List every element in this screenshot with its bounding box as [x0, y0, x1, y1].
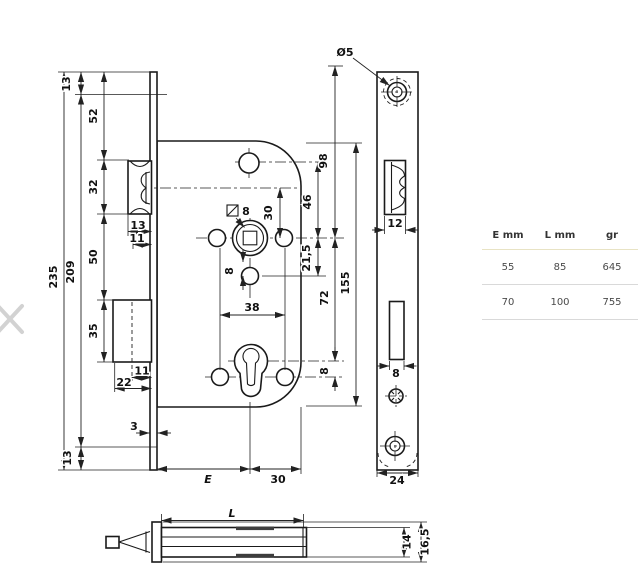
dim-backset-E: E: [204, 473, 212, 486]
dim-bolt-depth: 22: [116, 376, 131, 389]
dim-faceplate-width: 24: [389, 474, 405, 487]
dim-latch-height: 32: [87, 179, 100, 194]
col-header-e: E mm: [482, 222, 534, 250]
dim-latch-throw: 11: [129, 232, 144, 245]
dim-hole-spacing: 38: [244, 301, 259, 314]
cell-l-1: 85: [534, 249, 586, 285]
col-header-l: L mm: [534, 222, 586, 250]
cell-e-1: 55: [482, 249, 534, 285]
hole-below-spindle: [240, 266, 260, 286]
dim-top-screw-offset: 13: [60, 76, 73, 91]
faceplate-edge: [149, 71, 158, 471]
dim-case-length-L: L: [228, 507, 235, 520]
faceplate-section: [151, 521, 163, 563]
cell-e-2: 70: [482, 284, 534, 320]
adjuster-cross-hole: [385, 385, 407, 407]
spindle-follower: [231, 219, 269, 257]
faceplate-view: Ø5 12 8: [335, 45, 419, 489]
dim-to-latch-top: 52: [87, 108, 100, 123]
dim-case-height: 155: [339, 272, 352, 295]
latch-cutout: [383, 159, 407, 216]
dim-case-depth: 14: [401, 534, 414, 550]
dim-spindle-to-cylinder: 72: [318, 290, 331, 305]
case-wall-bottom: [236, 553, 274, 558]
dim-bolt-throw: 11: [134, 365, 149, 378]
faceplate-outline: [376, 71, 419, 471]
side-view: L 14 16,5: [105, 506, 433, 563]
cylinder-screw-hole-right: [275, 367, 295, 387]
spec-table-header-row: E mm L mm gr: [482, 222, 638, 250]
dim-bolt-cutout-width: 8: [392, 367, 400, 380]
dim-bolt-height: 35: [87, 323, 100, 338]
dim-latch-to-bolt: 50: [87, 249, 100, 265]
top-screw-hole: [381, 76, 413, 108]
dim-hole-offset: 8: [223, 267, 236, 275]
euro-cylinder-hole: [233, 343, 269, 398]
cylinder-screw-hole-left: [210, 367, 230, 387]
dim-screw-diameter: Ø5: [336, 46, 353, 59]
bottom-screw-hole: [377, 431, 418, 468]
watermark-x: [0, 304, 24, 334]
latch-bolt-front: [127, 160, 153, 215]
dim-screw-spacing: 209: [64, 261, 77, 284]
spec-row-2: 70 100 755: [482, 284, 638, 320]
spec-table: E mm L mm gr 55 85 645 70 100 755: [482, 222, 638, 320]
dim-faceplate-total-height: 235: [47, 266, 60, 289]
deadbolt-front: [112, 299, 153, 381]
bolt-cutout: [388, 300, 405, 361]
dim-top-hole-to-spindle: 46: [301, 194, 314, 210]
front-view-dimensions-left: 235 209 13 52 32 50 35 13 13 11 11 22 3: [46, 71, 301, 488]
case-section: [160, 526, 308, 558]
dim-spindle-to-hole: 21,5: [300, 244, 313, 271]
front-view-dimensions-case: 8 30 8 38 46 21,5 98 72 8 155: [219, 65, 362, 407]
cell-gr-1: 645: [586, 249, 638, 285]
dim-total-depth: 16,5: [419, 528, 432, 555]
dim-spindle-square: 8: [242, 205, 250, 218]
dim-cylinder-to-edge: 30: [270, 473, 286, 486]
cell-gr-2: 755: [586, 284, 638, 320]
dim-centerline-to-spindle: 30: [262, 205, 275, 221]
dim-plate-top-to-spindle: 98: [317, 153, 330, 168]
dim-bottom-screw-offset: 13: [61, 450, 74, 465]
case-wall-top: [236, 526, 274, 531]
dim-plate-thickness: 3: [130, 420, 138, 433]
top-fixing-hole: [238, 152, 260, 174]
square-spindle-callout: 8: [226, 204, 251, 228]
col-header-gr: gr: [586, 222, 638, 250]
latch-bolt-side: [105, 530, 151, 554]
spec-row-1: 55 85 645: [482, 249, 638, 285]
handle-screw-hole-right: [274, 228, 294, 248]
handle-screw-hole-left: [207, 228, 227, 248]
dim-latch-cutout-width: 12: [387, 217, 402, 230]
cell-l-2: 100: [534, 284, 586, 320]
lock-case-outline: [156, 140, 302, 408]
dim-latch-depth: 13: [130, 219, 145, 232]
dim-cylinder-hole-offset: 8: [318, 367, 331, 375]
